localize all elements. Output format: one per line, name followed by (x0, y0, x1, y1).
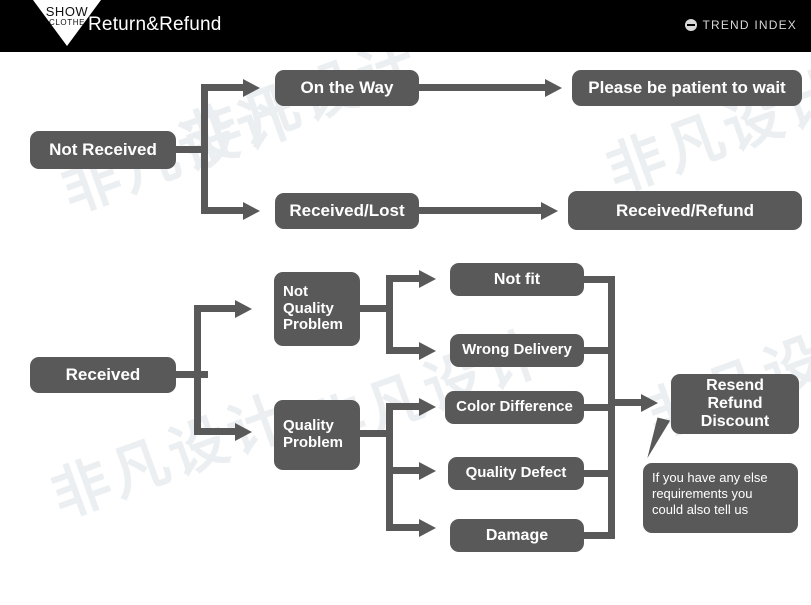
node-label: Quality Defect (465, 464, 567, 482)
page-header: SHOW CLOTHE Return&Refund TREND INDEX (0, 0, 811, 52)
arrow-head-icon (419, 269, 436, 288)
node-label: Resend Refund Discount (700, 377, 770, 430)
node-quality-problem[interactable]: Quality Problem (274, 400, 360, 470)
connector-line (386, 347, 424, 354)
node-on-the-way[interactable]: On the Way (275, 70, 419, 106)
node-received-refund[interactable]: Received/Refund (568, 191, 802, 230)
node-label: On the Way (300, 78, 394, 98)
trend-index-brand: TREND INDEX (685, 18, 797, 32)
node-received-lost[interactable]: Received/Lost (275, 193, 419, 229)
arrow-head-icon (419, 461, 436, 480)
node-resend-refund-discount[interactable]: Resend Refund Discount (671, 374, 799, 434)
node-label: Not Quality Problem (283, 282, 344, 334)
arrow-head-icon (545, 78, 562, 97)
arrow-head-icon (243, 78, 260, 97)
trend-index-label: TREND INDEX (702, 18, 797, 32)
connector-line (201, 207, 248, 214)
connector-line (419, 84, 551, 91)
node-label: Color Difference (456, 398, 573, 416)
connector-line (608, 276, 615, 539)
connector-line (176, 146, 208, 153)
connector-line (386, 467, 424, 474)
node-label: Quality Problem (283, 417, 344, 451)
connector-line (360, 430, 393, 437)
connector-line (194, 305, 240, 312)
connector-line (584, 470, 615, 477)
node-not-fit[interactable]: Not fit (450, 263, 584, 296)
page-title: Return&Refund (88, 14, 222, 35)
brand-logo: SHOW CLOTHE (33, 0, 101, 52)
connector-line (584, 404, 615, 411)
connector-line (584, 532, 615, 539)
node-quality-defect[interactable]: Quality Defect (448, 457, 584, 490)
node-label: Not fit (493, 270, 541, 288)
node-label: Damage (485, 526, 549, 544)
trend-index-icon (685, 19, 698, 31)
connector-line (360, 305, 393, 312)
arrow-head-icon (243, 201, 260, 220)
connector-line (201, 84, 248, 91)
connector-line (201, 84, 208, 214)
connector-line (176, 371, 208, 378)
connector-line (386, 403, 424, 410)
node-received[interactable]: Received (30, 357, 176, 393)
node-color-difference[interactable]: Color Difference (445, 391, 584, 424)
watermark-text: 非凡设计 (42, 382, 299, 532)
logo-primary-text: SHOW (45, 4, 89, 19)
connector-line (386, 275, 393, 354)
arrow-head-icon (235, 422, 252, 441)
node-label: Please be patient to wait (588, 78, 786, 98)
node-not-received[interactable]: Not Received (30, 131, 176, 169)
node-label: Not Received (49, 140, 157, 160)
connector-line (386, 524, 424, 531)
connector-line (584, 276, 615, 283)
logo-triangle-icon (33, 0, 101, 46)
node-label: Received/Refund (616, 200, 754, 220)
connector-line (584, 347, 615, 354)
connector-line (419, 207, 547, 214)
logo-secondary-text: CLOTHE (48, 18, 86, 27)
connector-line (608, 399, 648, 406)
node-damage[interactable]: Damage (450, 519, 584, 552)
arrow-head-icon (419, 518, 436, 537)
arrow-head-icon (419, 397, 436, 416)
connector-line (386, 275, 424, 282)
node-please-be-patient[interactable]: Please be patient to wait (572, 70, 802, 106)
node-label: Received/Lost (289, 201, 405, 221)
node-not-quality-problem[interactable]: Not Quality Problem (274, 272, 360, 346)
node-wrong-delivery[interactable]: Wrong Delivery (450, 334, 584, 367)
node-label: Received (65, 365, 141, 385)
arrow-head-icon (641, 393, 658, 412)
callout-bubble: If you have any else requirements you co… (643, 463, 798, 533)
arrow-head-icon (419, 341, 436, 360)
callout-tail-icon (647, 417, 683, 465)
node-label: Wrong Delivery (462, 341, 572, 359)
connector-line (194, 428, 240, 435)
connector-line (194, 305, 201, 435)
arrow-head-icon (235, 299, 252, 318)
arrow-head-icon (541, 201, 558, 220)
